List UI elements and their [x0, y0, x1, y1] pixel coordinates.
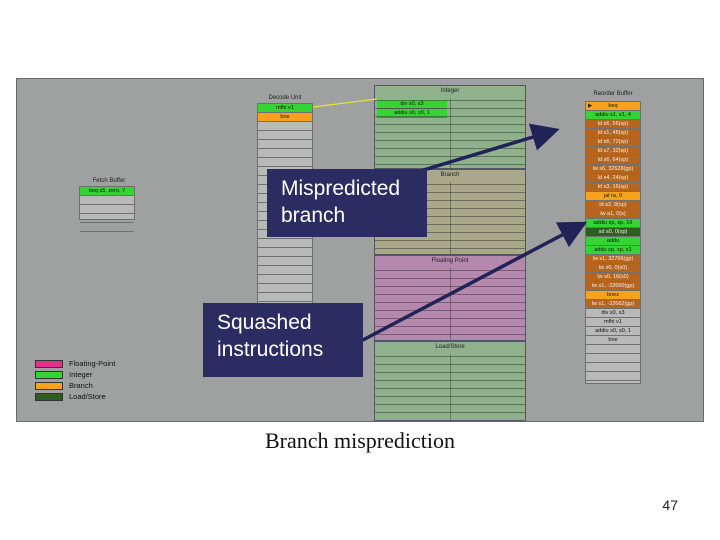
reorder-buffer-slot: sd s0, 0(sp)	[586, 228, 640, 237]
mispredicted-branch-callout: Mispredicted branch	[267, 169, 427, 237]
reorder-buffer-slot: ld s3, 16(sp)	[586, 183, 640, 192]
section-divider	[450, 182, 451, 254]
decode-unit-slot	[258, 140, 312, 149]
reorder-buffer-title: Reorder Buffer	[593, 91, 633, 97]
reorder-buffer-slot: ld s6, 56(sp)	[586, 120, 640, 129]
legend-label: Branch	[69, 381, 93, 390]
legend-swatch	[35, 360, 63, 369]
branch-unit-title: Branch	[440, 172, 460, 178]
decode-unit-slot	[258, 257, 312, 266]
mispredicted-arrow	[406, 123, 560, 177]
load-store-unit-title: Load/Store	[435, 344, 465, 350]
legend-item: Branch	[35, 381, 93, 391]
decode-unit-slot	[258, 239, 312, 248]
reorder-buffer-slot: addu sp, sp, s1	[586, 246, 640, 255]
decode-unit-slot: bne	[258, 113, 312, 122]
fetch-buffer-slot	[80, 223, 134, 232]
reorder-buffer-slot: ld s6, 64(sp)	[586, 156, 640, 165]
reorder-buffer-slot: addiu s1, s1, 4	[586, 111, 640, 120]
slot-text: beq	[608, 103, 618, 109]
decode-unit-slot	[258, 275, 312, 284]
pipeline-simulator-figure: Fetch Buffer beq s5, zero, 7 Decode Unit…	[14, 76, 706, 424]
legend-label: Integer	[69, 370, 93, 379]
reorder-buffer-slot: lw s6, 32628(gp)	[586, 165, 640, 174]
reorder-buffer-slot: lw a1, 0(s)	[586, 210, 640, 219]
fetch-buffer-slot	[80, 205, 134, 214]
decode-unit-slot	[258, 293, 312, 302]
page-number: 47	[662, 497, 678, 513]
reorder-buffer-slot: bne	[586, 336, 640, 345]
legend-swatch	[35, 382, 63, 391]
reorder-buffer-slot: addiu s0, s0, 1	[586, 327, 640, 336]
decode-to-integer-link	[312, 98, 378, 108]
reorder-buffer-slot: lw s1, -32662(gp)	[586, 300, 640, 309]
section-divider	[450, 268, 451, 340]
integer-unit-title: Integer	[440, 88, 460, 94]
fetch-buffer-slot	[80, 196, 134, 205]
decode-unit-slot	[258, 230, 312, 239]
legend-swatch	[35, 371, 63, 380]
reorder-buffer-slot: ▶ beq	[586, 102, 640, 111]
decode-unit-slot	[258, 158, 312, 167]
reorder-buffer-slot: ld s7, 32(sp)	[586, 147, 640, 156]
squashed-arrow	[360, 221, 588, 343]
rob-head-pointer-icon: ▶	[588, 103, 593, 109]
reorder-buffer-slot: ld s2, 8(sp)	[586, 201, 640, 210]
reorder-buffer-slot: ld s1, 48(sp)	[586, 129, 640, 138]
decode-unit-title: Decode Unit	[268, 95, 302, 101]
reorder-buffer-slot: div s0, s3	[586, 309, 640, 318]
squashed-instructions-callout: Squashed instructions	[203, 303, 363, 377]
decode-unit-slot: mfhi v1	[258, 104, 312, 113]
load-store-unit: Load/Store	[374, 341, 526, 421]
reorder-buffer-slot	[586, 345, 640, 354]
fetch-buffer-slot: beq s5, zero, 7	[80, 187, 134, 196]
reorder-buffer-slot: addu	[586, 237, 640, 246]
decode-unit-slot	[258, 266, 312, 275]
legend-swatch	[35, 393, 63, 402]
legend-item: Integer	[35, 370, 93, 380]
reorder-buffer-slot: bnez	[586, 291, 640, 300]
fetch-buffer: beq s5, zero, 7	[79, 186, 135, 232]
floating-point-unit-title: Floating Point	[431, 258, 469, 264]
legend-item: Load/Store	[35, 392, 106, 402]
reorder-buffer-slot: addiu sp, sp, 16	[586, 219, 640, 228]
decode-unit-slot	[258, 284, 312, 293]
legend-item: Floating-Point	[35, 359, 116, 369]
fetch-buffer-slot	[80, 214, 134, 223]
reorder-buffer-slot: jal ra, 0	[586, 192, 640, 201]
reorder-buffer-slot: lw s0, 16(s0)	[586, 273, 640, 282]
section-divider	[450, 98, 451, 168]
figure-caption: Branch misprediction	[264, 428, 455, 453]
decode-unit-slot	[258, 122, 312, 131]
reorder-buffer-slot: ld s6, 72(sp)	[586, 138, 640, 147]
fetch-buffer-title: Fetch Buffer	[92, 178, 126, 184]
section-divider	[450, 354, 451, 420]
annotation-arrows	[312, 98, 588, 343]
decode-unit-slot	[258, 149, 312, 158]
reorder-buffer-slot	[586, 354, 640, 363]
integer-unit-slot: addiu s0, s0, 1	[377, 109, 447, 118]
decode-unit-slot	[258, 248, 312, 257]
reorder-buffer-slot: lw s1, -32660(gp)	[586, 282, 640, 291]
decode-unit-slot	[258, 131, 312, 140]
reorder-buffer-slot	[586, 372, 640, 381]
reorder-buffer-slot: lw s1, 32706(gp)	[586, 255, 640, 264]
legend-label: Load/Store	[69, 392, 106, 401]
reorder-buffer-slot: lw s0, 0(s0)	[586, 264, 640, 273]
legend-label: Floating-Point	[69, 359, 116, 368]
simulator-panel: Fetch Buffer beq s5, zero, 7 Decode Unit…	[16, 78, 704, 422]
reorder-buffer-slot: ld s4, 24(sp)	[586, 174, 640, 183]
reorder-buffer-slot	[586, 363, 640, 372]
reorder-buffer-slot: mfhi v1	[586, 318, 640, 327]
